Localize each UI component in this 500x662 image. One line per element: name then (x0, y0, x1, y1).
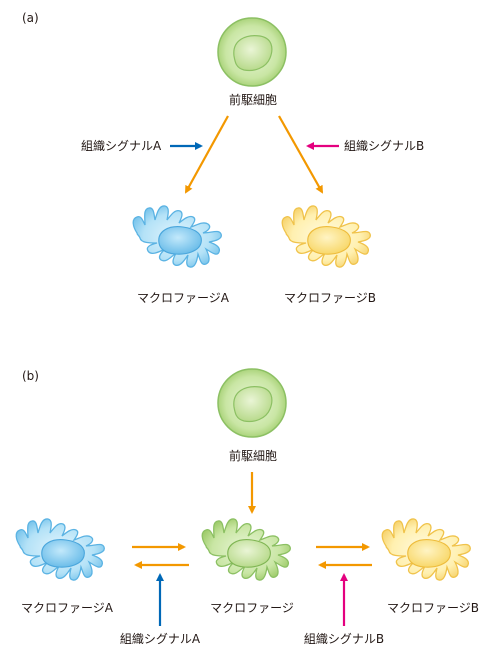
precursor-cell-b (217, 368, 287, 438)
macrophage-a-label-b: マクロファージA (21, 601, 114, 615)
macrophage-a-label-a: マクロファージA (137, 291, 230, 305)
panel-a-label: (a) (22, 11, 39, 25)
differentiation-arrow-a-right (278, 115, 323, 194)
signal-b-label-b: 組織シグナルB (304, 632, 384, 646)
differentiation-arrow-a-left (185, 115, 229, 194)
panel-b-label: (b) (22, 369, 39, 383)
macrophage-b-cell-a (281, 205, 371, 268)
precursor-cell-a (217, 17, 287, 87)
signal-a-label-a: 組織シグナルA (81, 139, 162, 153)
macrophage-b-label-b: マクロファージB (387, 601, 479, 615)
macrophage-b-label-a: マクロファージB (284, 291, 376, 305)
macrophage-b-cell-b (381, 518, 471, 581)
macrophage-a-cell-a (132, 205, 222, 268)
precursor-label-b: 前駆細胞 (229, 448, 277, 463)
precursor-label-a: 前駆細胞 (229, 92, 277, 107)
macrophage-cell-b (201, 518, 291, 581)
macrophage-label-b: マクロファージ (210, 601, 294, 615)
signal-a-label-b: 組織シグナルA (120, 632, 201, 646)
signal-b-label-a: 組織シグナルB (344, 139, 424, 153)
macrophage-a-cell-b (15, 518, 105, 581)
